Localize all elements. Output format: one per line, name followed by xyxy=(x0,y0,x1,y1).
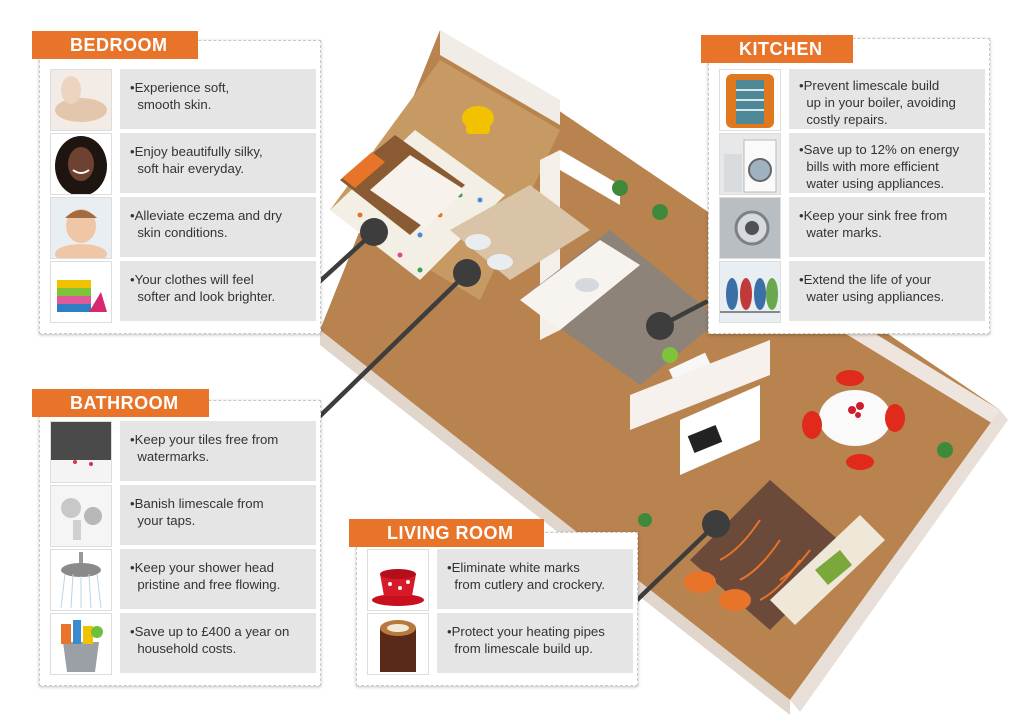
bathroom-panel: BATHROOM Keep your tiles free from water… xyxy=(32,389,321,686)
red-chairs xyxy=(802,370,905,470)
living-room-panel: LIVING ROOM Eliminate white marks from c… xyxy=(349,519,638,686)
skin-care-photo-icon xyxy=(50,69,112,131)
bedroom-pointer-dot xyxy=(360,218,388,246)
kitchen-sink xyxy=(575,278,599,292)
outer-wall-right-lower xyxy=(790,410,1008,712)
dining-table xyxy=(819,390,891,446)
kitchen-pointer-dot xyxy=(646,312,674,340)
bathroom-sinks xyxy=(465,234,513,270)
bed-sheet xyxy=(370,155,465,228)
tv-screen xyxy=(687,425,723,453)
bathroom-pointer-dot xyxy=(453,259,481,287)
bedroom-title: BEDROOM xyxy=(32,31,198,59)
bathtub-tiles-photo-icon xyxy=(50,421,112,483)
washing-machine-photo-icon xyxy=(719,133,781,195)
kitchen-panel: KITCHEN Prevent limescale build up in yo… xyxy=(701,35,990,334)
folded-towels-iron-icon xyxy=(50,261,112,323)
chrome-tap-photo-icon xyxy=(50,485,112,547)
bedroom-panel: BEDROOM Experience soft, smooth skin. En… xyxy=(32,31,321,334)
kitchen-title: KITCHEN xyxy=(701,35,853,63)
pointer-dots xyxy=(360,218,730,538)
bathroom-floor xyxy=(450,185,590,280)
dishwasher-photo-icon xyxy=(719,261,781,323)
limescale-pipe-photo-icon xyxy=(367,613,429,675)
partition-wall xyxy=(630,340,770,430)
table-flowers xyxy=(848,402,864,418)
living-room-pointer-dot xyxy=(702,510,730,538)
sofa-cushion xyxy=(815,550,852,585)
rug-pattern xyxy=(719,519,811,601)
outer-wall-top xyxy=(440,30,560,125)
living-room-title: LIVING ROOM xyxy=(349,519,544,547)
shower-head-photo-icon xyxy=(50,549,112,611)
child-bath-photo-icon xyxy=(50,197,112,259)
plants xyxy=(612,180,953,527)
outer-wall-bottom xyxy=(320,330,790,715)
red-teacups-photo-icon xyxy=(367,549,429,611)
tv-unit xyxy=(680,385,760,475)
cleaning-bucket-photo-icon xyxy=(50,613,112,675)
yellow-chair xyxy=(462,106,494,134)
orange-armchairs xyxy=(684,571,751,611)
bed-pillow xyxy=(342,152,385,188)
sink-drain-photo-icon xyxy=(719,197,781,259)
smiling-woman-hair-photo-icon xyxy=(50,133,112,195)
boiler-cutaway-photo-icon xyxy=(719,69,781,131)
bathroom-title: BATHROOM xyxy=(32,389,209,417)
interior-wall-2 xyxy=(560,150,620,205)
